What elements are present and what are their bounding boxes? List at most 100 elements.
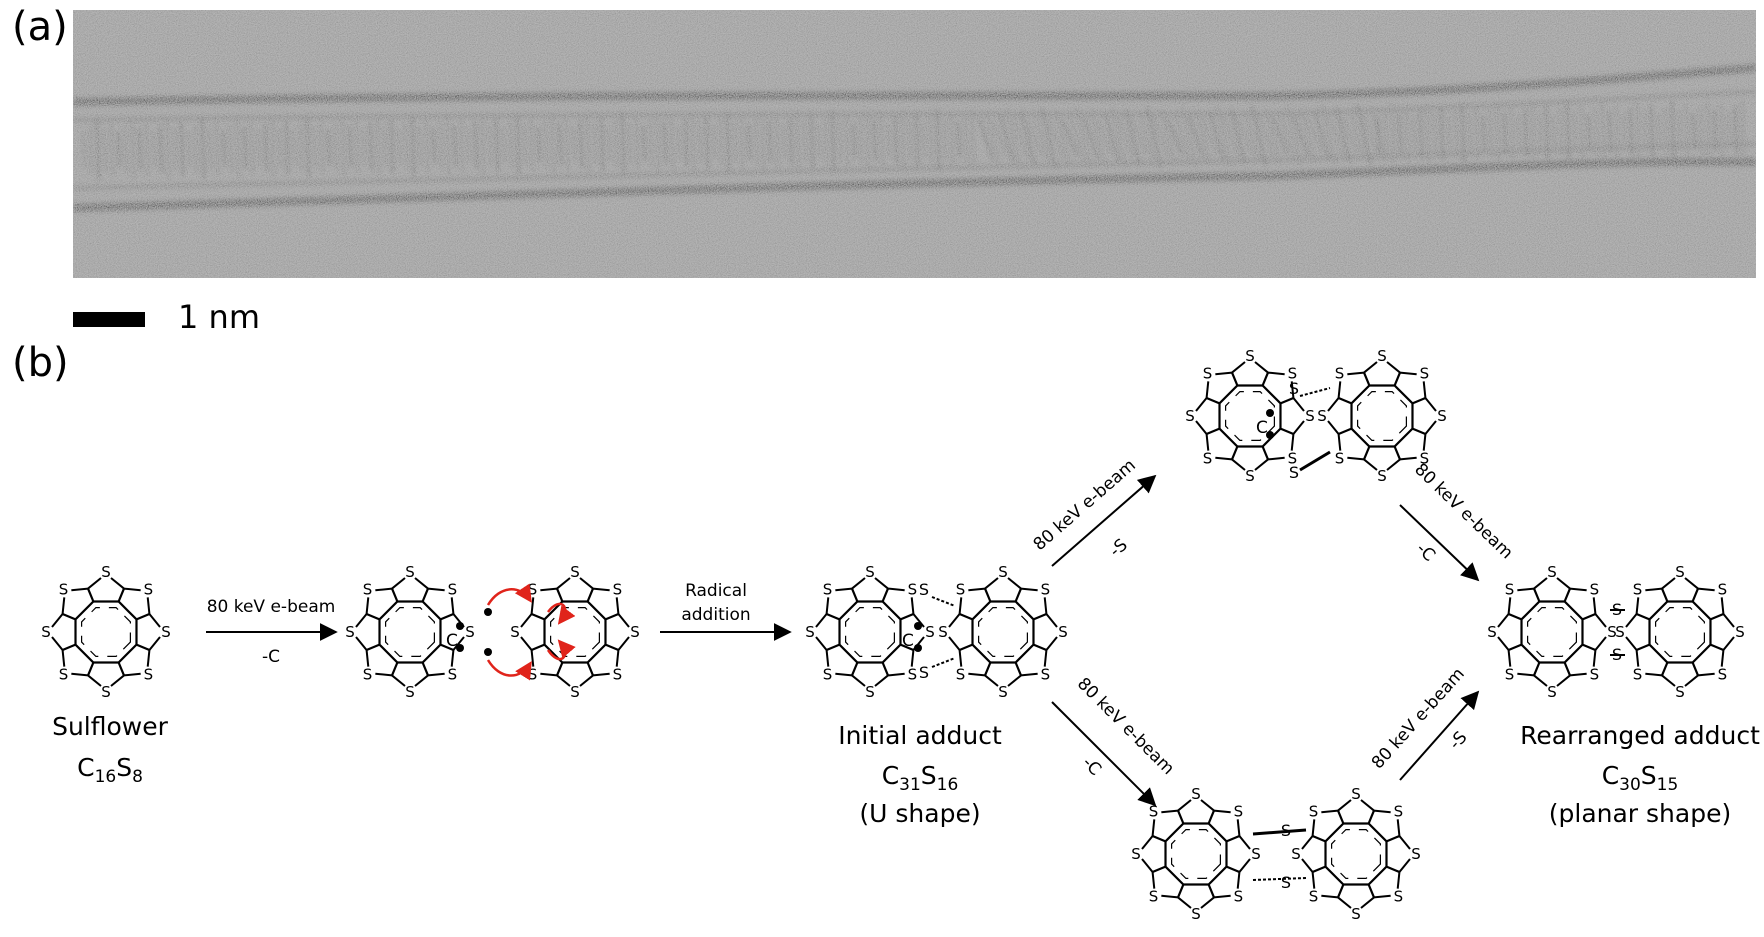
svg-text:S: S bbox=[1191, 905, 1201, 923]
svg-text:(U shape): (U shape) bbox=[859, 799, 980, 828]
svg-text:S: S bbox=[1590, 581, 1600, 599]
svg-text:S: S bbox=[1191, 785, 1201, 803]
svg-text:S: S bbox=[1394, 803, 1404, 821]
svg-text:S: S bbox=[41, 623, 51, 641]
svg-text:S: S bbox=[1335, 449, 1345, 467]
svg-text:S: S bbox=[570, 683, 580, 701]
sulflower-caption: Sulflower C16S8 bbox=[52, 712, 169, 787]
svg-text:S: S bbox=[59, 581, 69, 599]
svg-text:S: S bbox=[1203, 449, 1213, 467]
svg-text:S: S bbox=[1633, 581, 1643, 599]
svg-text:S: S bbox=[1505, 581, 1515, 599]
svg-text:S: S bbox=[956, 581, 966, 599]
bridge-sulfurs: S S S S S S S S bbox=[919, 379, 1622, 892]
svg-text:S: S bbox=[1245, 347, 1255, 365]
svg-text:S: S bbox=[101, 683, 111, 701]
svg-text:S: S bbox=[1420, 365, 1430, 383]
svg-text:Sulflower: Sulflower bbox=[52, 712, 169, 741]
up2-bottom-label: -S bbox=[1445, 728, 1471, 754]
svg-text:S: S bbox=[1351, 905, 1361, 923]
svg-text:Initial adduct: Initial adduct bbox=[838, 721, 1002, 750]
panel-a-label: (a) bbox=[12, 4, 68, 50]
svg-text:C: C bbox=[902, 631, 914, 651]
svg-text:S: S bbox=[1234, 803, 1244, 821]
svg-text:S: S bbox=[1437, 407, 1447, 425]
svg-text:S: S bbox=[101, 563, 111, 581]
svg-text:S: S bbox=[1131, 845, 1141, 863]
svg-text:S: S bbox=[528, 581, 538, 599]
svg-text:S: S bbox=[1149, 887, 1159, 905]
svg-text:S: S bbox=[144, 665, 154, 683]
svg-text:S: S bbox=[630, 623, 640, 641]
svg-text:S: S bbox=[938, 623, 948, 641]
svg-text:S: S bbox=[823, 581, 833, 599]
svg-text:S: S bbox=[1058, 623, 1068, 641]
arrow1-top-label: 80 keV e-beam bbox=[207, 597, 336, 617]
svg-text:S: S bbox=[1041, 581, 1051, 599]
svg-text:S: S bbox=[805, 623, 815, 641]
svg-text:S: S bbox=[528, 665, 538, 683]
arrow-down-1 bbox=[1051, 701, 1157, 807]
svg-text:S: S bbox=[908, 665, 918, 683]
rearranged-adduct-caption: Rearranged adduct C30S15 (planar shape) bbox=[1520, 721, 1760, 828]
svg-text:S: S bbox=[1675, 563, 1685, 581]
svg-text:S: S bbox=[865, 563, 875, 581]
svg-text:S: S bbox=[908, 581, 918, 599]
svg-text:C: C bbox=[1256, 418, 1268, 438]
svg-text:S: S bbox=[1185, 407, 1195, 425]
svg-text:S: S bbox=[1149, 803, 1159, 821]
curly-arrows bbox=[486, 583, 576, 681]
svg-text:S: S bbox=[919, 580, 929, 599]
svg-text:S: S bbox=[1335, 365, 1345, 383]
svg-text:S: S bbox=[1305, 407, 1315, 425]
svg-text:S: S bbox=[823, 665, 833, 683]
svg-text:S: S bbox=[1377, 347, 1387, 365]
svg-text:S: S bbox=[1633, 665, 1643, 683]
reaction-arrows bbox=[206, 474, 1480, 807]
svg-text:S: S bbox=[1351, 785, 1361, 803]
svg-text:S: S bbox=[613, 581, 623, 599]
scale-bar-label: 1 nm bbox=[178, 298, 260, 336]
svg-text:S: S bbox=[1289, 379, 1299, 398]
svg-text:S: S bbox=[1411, 845, 1421, 863]
arrow-down-2 bbox=[1399, 504, 1480, 582]
svg-text:S: S bbox=[1612, 645, 1622, 664]
svg-text:S: S bbox=[956, 665, 966, 683]
svg-text:S: S bbox=[448, 581, 458, 599]
svg-text:S: S bbox=[1288, 449, 1298, 467]
svg-text:S: S bbox=[1612, 600, 1622, 619]
svg-text:S: S bbox=[1487, 623, 1497, 641]
svg-text:S: S bbox=[998, 683, 1008, 701]
svg-text:S: S bbox=[405, 563, 415, 581]
svg-text:S: S bbox=[1309, 887, 1319, 905]
svg-text:S: S bbox=[405, 683, 415, 701]
arrow2-top-label-2: addition bbox=[681, 605, 750, 625]
svg-text:S: S bbox=[161, 623, 171, 641]
svg-text:S: S bbox=[465, 623, 475, 641]
svg-text:S: S bbox=[1281, 873, 1291, 892]
svg-text:C30S15: C30S15 bbox=[1602, 761, 1679, 795]
svg-text:S: S bbox=[1317, 407, 1327, 425]
svg-text:S: S bbox=[1607, 623, 1617, 641]
svg-text:Rearranged adduct: Rearranged adduct bbox=[1520, 721, 1760, 750]
svg-text:C31S16: C31S16 bbox=[882, 761, 959, 795]
scale-bar bbox=[73, 312, 145, 327]
up1-bottom-label: -S bbox=[1106, 535, 1132, 561]
arrow1-bottom-label: -C bbox=[262, 647, 280, 667]
arrow-up-2 bbox=[1399, 690, 1480, 781]
svg-text:S: S bbox=[363, 665, 373, 683]
svg-text:S: S bbox=[144, 581, 154, 599]
svg-text:S: S bbox=[1245, 467, 1255, 485]
svg-text:S: S bbox=[448, 665, 458, 683]
arrow-up-1 bbox=[1051, 474, 1157, 567]
svg-text:S: S bbox=[1041, 665, 1051, 683]
svg-text:(planar shape): (planar shape) bbox=[1549, 799, 1731, 828]
